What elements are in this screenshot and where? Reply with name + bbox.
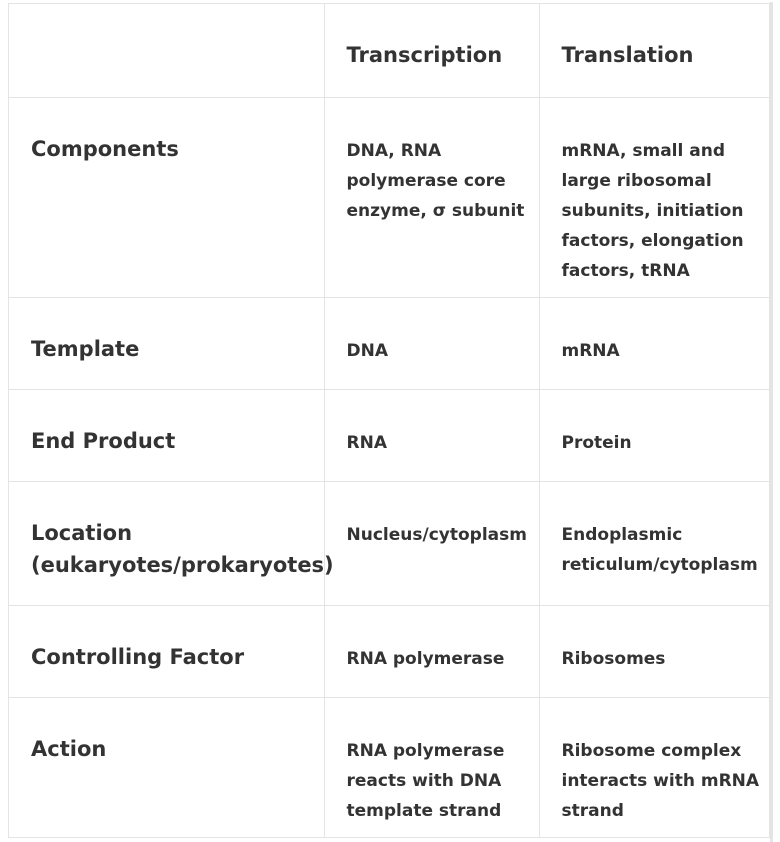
cell-controlling-factor-transcription: RNA polymerase <box>324 605 540 698</box>
table-row: Location (eukaryotes/prokaryotes) Nucleu… <box>9 481 769 606</box>
cell-end-product-translation: Protein <box>539 389 769 482</box>
comparison-table: Transcription Translation Components DNA… <box>9 4 769 838</box>
table-row: Controlling Factor RNA polymerase Riboso… <box>9 605 769 698</box>
comparison-table-container: Transcription Translation Components DNA… <box>8 2 773 842</box>
cell-location-transcription: Nucleus/cytoplasm <box>324 481 540 606</box>
cell-components-transcription: DNA, RNA polymerase core enzyme, σ subun… <box>324 97 540 298</box>
table-row: End Product RNA Protein <box>9 389 769 482</box>
cell-controlling-factor-translation: Ribosomes <box>539 605 769 698</box>
row-label-end-product: End Product <box>9 389 325 482</box>
table-row: Template DNA mRNA <box>9 297 769 390</box>
row-label-controlling-factor: Controlling Factor <box>9 605 325 698</box>
cell-template-transcription: DNA <box>324 297 540 390</box>
table-header-row: Transcription Translation <box>9 4 769 98</box>
header-transcription: Transcription <box>324 4 540 98</box>
row-label-location: Location (eukaryotes/prokaryotes) <box>9 481 334 606</box>
row-label-action: Action <box>9 697 325 838</box>
header-corner-cell <box>9 4 325 98</box>
row-label-template: Template <box>9 297 325 390</box>
table-row: Action RNA polymerase reacts with DNA te… <box>9 697 769 838</box>
cell-end-product-transcription: RNA <box>324 389 540 482</box>
header-translation: Translation <box>539 4 769 98</box>
table-row: Components DNA, RNA polymerase core enzy… <box>9 97 769 298</box>
row-label-components: Components <box>9 97 325 298</box>
cell-action-translation: Ribosome complex interacts with mRNA str… <box>539 697 769 838</box>
cell-components-translation: mRNA, small and large ribosomal subunits… <box>539 97 769 298</box>
cell-template-translation: mRNA <box>539 297 769 390</box>
cell-action-transcription: RNA polymerase reacts with DNA template … <box>324 697 540 838</box>
cell-location-translation: Endoplasmic reticulum/cytoplasm <box>539 481 769 606</box>
